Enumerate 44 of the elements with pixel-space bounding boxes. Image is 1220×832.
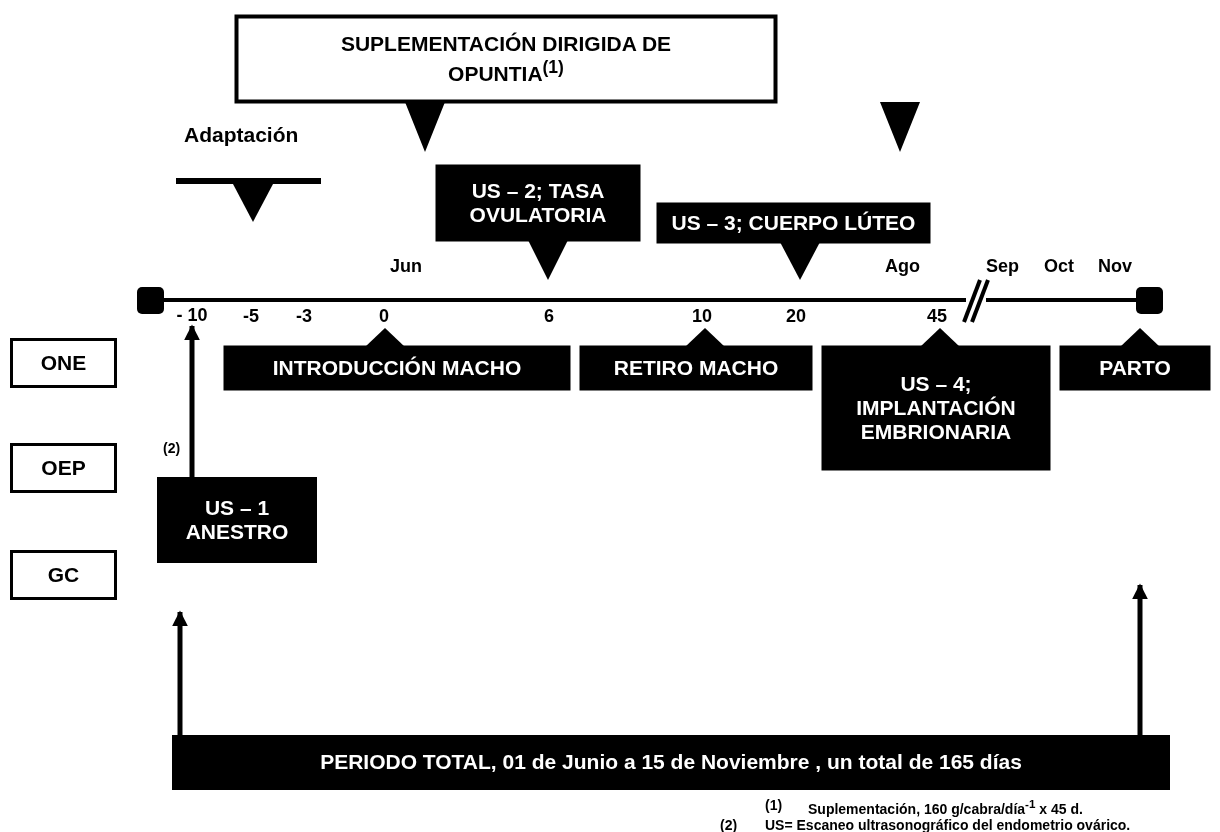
box-text: INTRODUCCIÓN MACHO xyxy=(272,355,522,381)
day-tick: -3 xyxy=(296,306,312,327)
footnote-mark: (2) xyxy=(163,440,181,456)
box-text: OEP xyxy=(41,455,86,481)
group-box xyxy=(10,338,117,388)
day-tick: 10 xyxy=(692,306,713,327)
group-box xyxy=(10,443,117,493)
day-tick: 20 xyxy=(786,306,807,327)
callout-box xyxy=(580,328,812,390)
footnote-text: Suplementación, 160 g/cabra/día$^{-1}$ x 45 d. xyxy=(808,797,1083,817)
footnote-text: US= Escaneo ultrasonográfico del endometrio ovárico. xyxy=(765,817,1131,832)
arrow xyxy=(184,324,200,477)
box-text: GC xyxy=(47,562,80,588)
box-text: PERIODO TOTAL, 01 de Junio a 15 de Noviembre , un total de 165 días xyxy=(320,750,1022,775)
box-text: US – 3; CUERPO LÚTEO xyxy=(671,210,916,236)
month-label: Ago xyxy=(885,256,920,277)
day-tick: 6 xyxy=(544,306,554,327)
callout-box xyxy=(436,165,640,280)
month-label: Oct xyxy=(1044,256,1074,277)
footnote-mark: (2) xyxy=(720,817,738,832)
box-text: US – 2; TASA OVULATORIA xyxy=(468,178,608,228)
callout-box xyxy=(1060,328,1210,390)
month-label: Jun xyxy=(390,256,422,277)
arrow xyxy=(1132,583,1148,735)
callout-box xyxy=(657,203,930,280)
month-label: Sep xyxy=(986,256,1019,277)
phase-label: Adaptación xyxy=(184,122,299,148)
callout-box xyxy=(822,328,1050,470)
day-tick: - 10 xyxy=(176,304,208,326)
box-text: PARTO xyxy=(1099,355,1171,381)
box-text: SUPLEMENTACIÓN DIRIGIDA DE OPUNTIA$^{(1)}$ xyxy=(339,32,673,86)
period-bar xyxy=(172,735,1170,790)
day-tick: 45 xyxy=(927,306,948,327)
month-label: Nov xyxy=(1098,256,1132,277)
box-text: US – 4; IMPLANTACIÓN EMBRIONARIA xyxy=(855,371,1017,445)
box-text: ONE xyxy=(40,350,87,376)
day-tick: -5 xyxy=(243,306,259,327)
box-text: RETIRO MACHO xyxy=(613,355,779,381)
day-tick: 0 xyxy=(379,306,389,327)
arrow xyxy=(172,610,188,735)
callout-box xyxy=(224,328,570,390)
box-text: US – 1 ANESTRO xyxy=(184,495,290,545)
group-box xyxy=(10,550,117,600)
event-box xyxy=(157,477,317,563)
